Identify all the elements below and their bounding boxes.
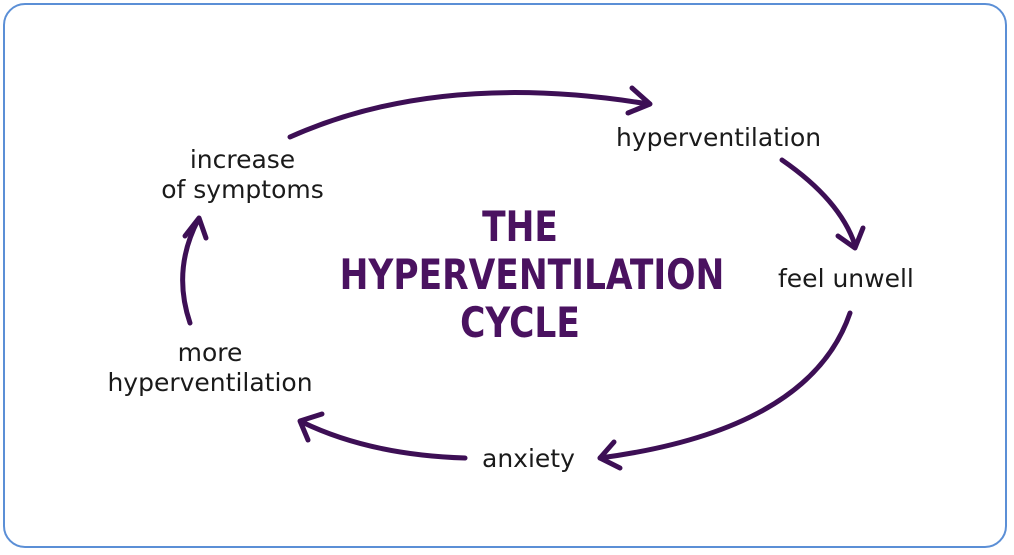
arrowhead-hyperventilation-to-unwell	[835, 225, 866, 251]
node-more-hyperventilation-line1: more	[177, 338, 243, 367]
arrow-unwell-to-anxiety	[597, 310, 853, 461]
node-increase-of-symptoms: increase of symptoms	[150, 145, 335, 205]
arrow-increase-to-hyperventilation	[287, 90, 651, 140]
arrow-more-to-increase	[180, 217, 201, 326]
node-anxiety: anxiety	[482, 444, 575, 473]
node-increase-line2: of symptoms	[161, 175, 324, 204]
arrow-hyperventilation-to-unwell	[779, 157, 858, 248]
arrowhead-increase-to-hyperventilation	[625, 85, 653, 116]
arrowhead-more-to-increase	[182, 215, 209, 241]
node-increase-line1: increase	[189, 145, 296, 174]
title-line-3: CYCLE	[460, 298, 580, 347]
title-line-1: THE	[482, 202, 558, 251]
node-more-hyperventilation: more hyperventilation	[100, 338, 320, 398]
arrowhead-unwell-to-anxiety	[597, 439, 623, 471]
node-more-hyperventilation-line2: hyperventilation	[107, 368, 313, 397]
arrowhead-anxiety-to-more	[297, 411, 325, 443]
title-line-2: HYPERVENTILATION	[339, 250, 725, 299]
arrow-anxiety-to-more	[299, 419, 468, 461]
node-feel-unwell: feel unwell	[778, 264, 914, 293]
diagram-title: THE HYPERVENTILATION CYCLE	[300, 203, 740, 347]
node-hyperventilation: hyperventilation	[616, 123, 822, 152]
